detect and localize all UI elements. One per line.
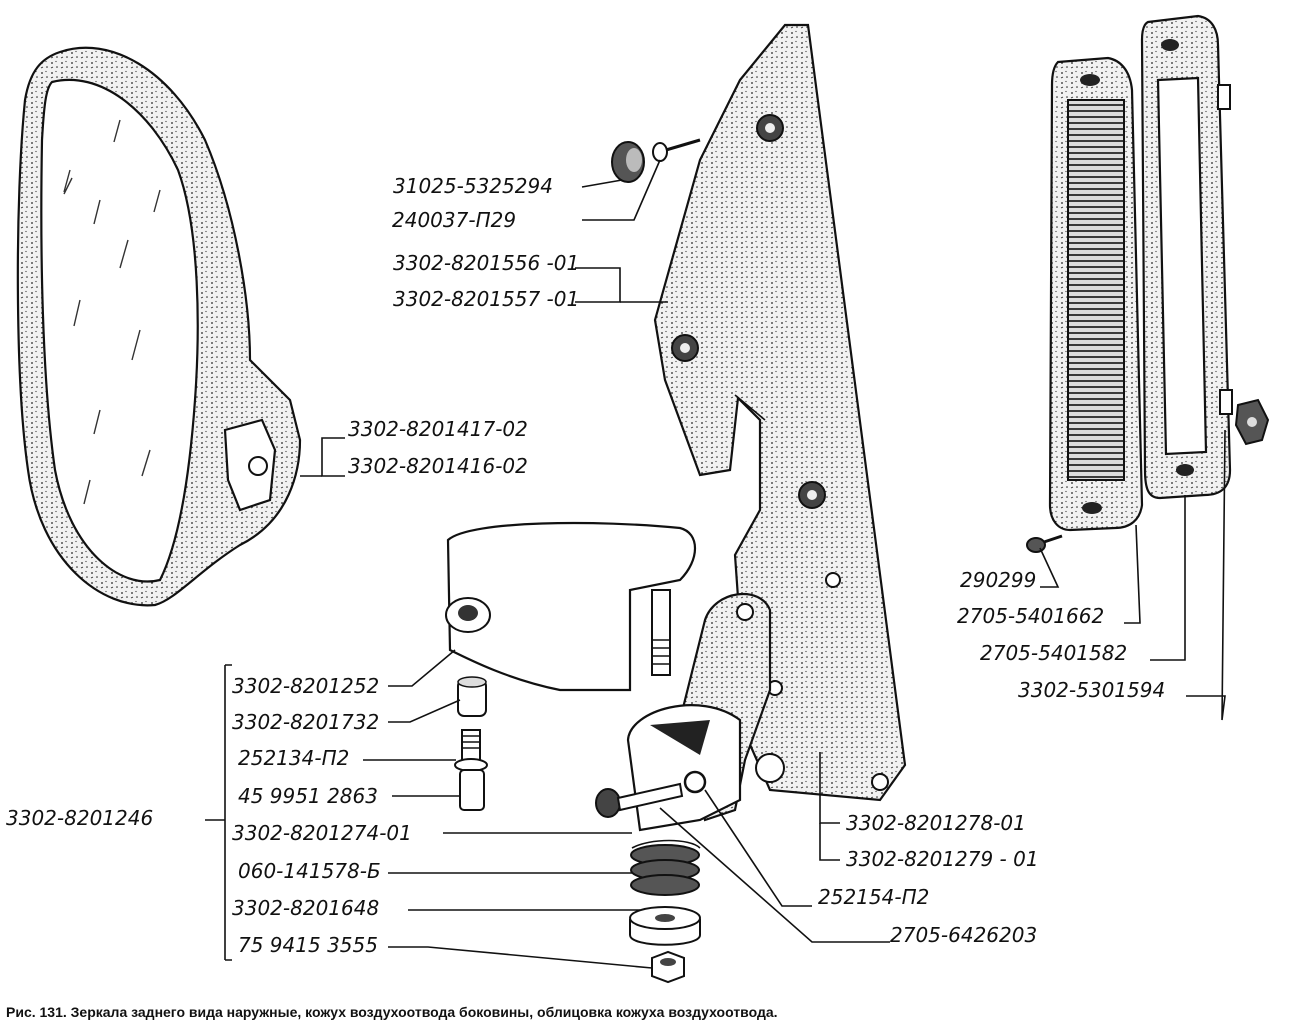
- label-240037-p29: 240037-П29: [392, 208, 516, 232]
- flat-washer: [629, 906, 701, 946]
- glass-reflection-marks: [63, 119, 161, 505]
- label-060-141578-b: 060-141578-Б: [238, 859, 381, 883]
- air-vent-cover: [653, 23, 907, 802]
- spring-washer: [683, 770, 707, 794]
- grille-screw: [1026, 534, 1063, 553]
- label-3302-8201732: 3302-8201732: [232, 710, 379, 734]
- label-75-9415-3555: 75 9415 3555: [238, 933, 378, 957]
- label-3302-8201279-01: 3302-8201279 - 01: [846, 847, 1039, 871]
- self-tapping-screw: [652, 138, 701, 162]
- label-3302-8201417-02: 3302-8201417-02: [348, 417, 528, 441]
- label-3302-8201416-02: 3302-8201416-02: [348, 454, 528, 478]
- mirror-glass: [40, 78, 199, 583]
- spring: [630, 839, 701, 896]
- rearview-mirror: [16, 46, 302, 607]
- vent-grille: [1048, 56, 1144, 532]
- bushing: [457, 676, 487, 717]
- label-3302-5301594: 3302-5301594: [1018, 678, 1165, 702]
- leader-lines: [205, 159, 1226, 969]
- small-bolt: [454, 729, 488, 811]
- label-31025-5325294: 31025-5325294: [393, 174, 553, 198]
- label-3302-8201274-01: 3302-8201274-01: [232, 821, 412, 845]
- spring-clip: [1234, 398, 1270, 446]
- label-2705-5401662: 2705-5401662: [957, 604, 1104, 628]
- label-290299: 290299: [960, 568, 1036, 592]
- figure-caption: Рис. 131. Зеркала заднего вида наружные,…: [6, 1004, 778, 1020]
- label-45-9951-2863: 45 9951 2863: [238, 784, 378, 808]
- cover-rivets: [671, 114, 889, 791]
- label-3302-8201648: 3302-8201648: [232, 896, 379, 920]
- vent-frame: [1140, 14, 1233, 500]
- hex-socket-bolt: [595, 782, 684, 818]
- label-3302-8201278-01: 3302-8201278-01: [846, 811, 1026, 835]
- label-3302-8201557-01: 3302-8201557 -01: [393, 287, 579, 311]
- label-2705-6426203: 2705-6426203: [890, 923, 1037, 947]
- plastic-cap: [611, 141, 645, 183]
- mirror-bracket: [445, 521, 696, 692]
- label-3302-8201252: 3302-8201252: [232, 674, 379, 698]
- label-252154-p2: 252154-П2: [818, 885, 929, 909]
- label-3302-8201556-01: 3302-8201556 -01: [393, 251, 579, 275]
- label-252134-p2: 252134-П2: [238, 746, 349, 770]
- label-2705-5401582: 2705-5401582: [980, 641, 1127, 665]
- label-3302-8201246: 3302-8201246: [6, 806, 153, 830]
- part-labels: 31025-5325294 240037-П29 3302-8201556 -0…: [6, 174, 1165, 957]
- hex-nut: [651, 950, 685, 984]
